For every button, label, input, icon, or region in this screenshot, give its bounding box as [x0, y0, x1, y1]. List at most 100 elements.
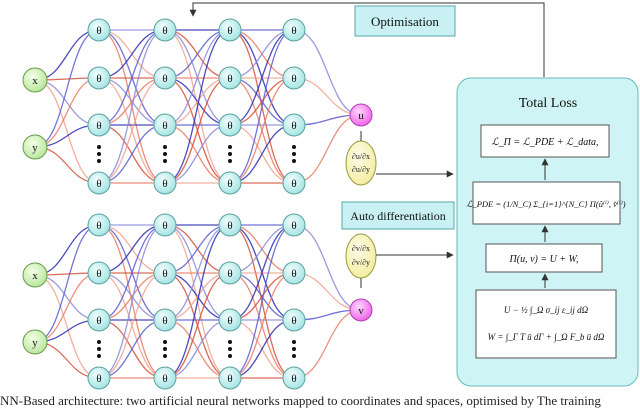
eq-total-text: ℒ_Π = ℒ_PDE + ℒ_data,: [491, 137, 598, 148]
input-label: x: [32, 75, 38, 87]
output-label: v: [358, 305, 364, 317]
optimisation-label: Optimisation: [371, 14, 439, 29]
bottom-ellipsis-dots: [163, 340, 167, 358]
connection-line: [229, 224, 295, 274]
hidden-label: θ: [227, 373, 232, 385]
hidden-label: θ: [96, 373, 101, 385]
hidden-label: θ: [291, 220, 296, 232]
hidden-label: θ: [162, 315, 167, 327]
eq-pde-box: ℒ_PDE = (1/N_C) Σ_{i=1}^{N_C} Π(û⁽ⁱ⁾, v̂…: [466, 181, 626, 225]
connection-line: [34, 274, 100, 379]
hidden-label: θ: [96, 315, 101, 327]
hidden-label: θ: [227, 25, 232, 37]
input-label: y: [32, 142, 38, 154]
bottom-hidden-node: θ: [153, 308, 177, 332]
bottom-hidden-node: θ: [87, 366, 111, 390]
connection-line: [229, 29, 295, 184]
hidden-label: θ: [162, 25, 167, 37]
top-hidden-node: θ: [87, 18, 111, 42]
bottom-input-node-x: x: [22, 262, 48, 288]
input-label: y: [32, 337, 38, 349]
top-hidden-node: θ: [282, 66, 306, 90]
connection-line: [164, 124, 231, 184]
hidden-label: θ: [162, 220, 167, 232]
hidden-label: θ: [96, 268, 101, 280]
auto-differentiation-button[interactable]: Auto differentiation: [341, 201, 455, 230]
connection-line: [164, 224, 231, 379]
hidden-label: θ: [291, 25, 296, 37]
top-hidden-node: θ: [153, 171, 177, 195]
hidden-label: θ: [291, 120, 296, 132]
connection-line: [229, 319, 295, 379]
connection-line: [164, 29, 231, 184]
hidden-label: θ: [162, 373, 167, 385]
bottom-hidden-node: θ: [218, 213, 242, 237]
eq-total-box: ℒ_Π = ℒ_PDE + ℒ_data,: [480, 124, 610, 158]
connection-line: [229, 29, 295, 79]
top-hidden-node: θ: [153, 18, 177, 42]
connection-line: [98, 29, 166, 79]
top-hidden-node: θ: [153, 113, 177, 137]
connection-line: [229, 224, 295, 379]
hidden-label: θ: [291, 73, 296, 85]
top-ellipsis-dots: [97, 145, 101, 163]
deriv-u-y: ∂u/∂y: [352, 165, 370, 174]
top-hidden-node: θ: [218, 18, 242, 42]
top-ellipsis-dots: [292, 145, 296, 163]
bottom-hidden-node: θ: [218, 308, 242, 332]
connection-line: [229, 124, 295, 184]
eq-energy-text: Π(u, v) = U + W,: [509, 254, 579, 265]
bottom-hidden-node: θ: [218, 366, 242, 390]
eq-pde-text: ℒ_PDE = (1/N_C) Σ_{i=1}^{N_C} Π(û⁽ⁱ⁾, v̂…: [466, 199, 625, 209]
top-hidden-node: θ: [282, 18, 306, 42]
optimisation-button[interactable]: Optimisation: [354, 5, 456, 37]
top-hidden-node: θ: [218, 66, 242, 90]
hidden-label: θ: [291, 373, 296, 385]
bottom-ellipsis-dots: [292, 340, 296, 358]
connection-line: [34, 79, 100, 184]
bottom-hidden-node: θ: [153, 213, 177, 237]
connection-line: [98, 272, 166, 321]
hidden-label: θ: [227, 178, 232, 190]
connection-line: [98, 124, 166, 184]
top-output-node-u: u: [349, 103, 373, 127]
bottom-input-node-y: y: [22, 329, 48, 355]
hidden-label: θ: [162, 268, 167, 280]
eq-w-text: W = ∫_Γ T ū dΓ + ∫_Ω F_b ū dΩ: [488, 332, 605, 343]
top-hidden-node: θ: [153, 66, 177, 90]
eq-energy-box: Π(u, v) = U + W,: [485, 243, 603, 273]
top-hidden-node: θ: [282, 113, 306, 137]
hidden-label: θ: [96, 220, 101, 232]
bottom-hidden-node: θ: [153, 261, 177, 285]
bottom-hidden-node: θ: [153, 366, 177, 390]
derivative-node-u: ∂u/∂x ∂u/∂y: [345, 140, 377, 186]
hidden-label: θ: [162, 73, 167, 85]
hidden-label: θ: [227, 120, 232, 132]
hidden-label: θ: [162, 120, 167, 132]
top-hidden-node: θ: [218, 113, 242, 137]
derivative-node-v: ∂v/∂x ∂v/∂y: [345, 233, 377, 279]
deriv-u-x: ∂u/∂x: [352, 152, 370, 161]
top-input-node-y: y: [22, 134, 48, 160]
connection-line: [164, 29, 231, 79]
optimisation-feedback-arrow: [189, 2, 545, 77]
hidden-label: θ: [227, 315, 232, 327]
hidden-label: θ: [227, 220, 232, 232]
deriv-v-y: ∂v/∂y: [352, 258, 370, 267]
top-hidden-node: θ: [87, 66, 111, 90]
deriv-v-x: ∂v/∂x: [352, 244, 370, 253]
top-hidden-node: θ: [282, 171, 306, 195]
bottom-output-node-v: v: [349, 298, 373, 322]
bottom-hidden-node: θ: [282, 366, 306, 390]
connection-line: [98, 224, 166, 274]
input-label: x: [32, 270, 38, 282]
output-label: u: [358, 110, 364, 122]
connection-line: [98, 224, 166, 379]
hidden-label: θ: [227, 73, 232, 85]
connection-line: [164, 77, 231, 126]
bottom-hidden-node: θ: [87, 213, 111, 237]
bottom-hidden-node: θ: [282, 308, 306, 332]
top-ellipsis-dots: [228, 145, 232, 163]
top-hidden-node: θ: [218, 171, 242, 195]
